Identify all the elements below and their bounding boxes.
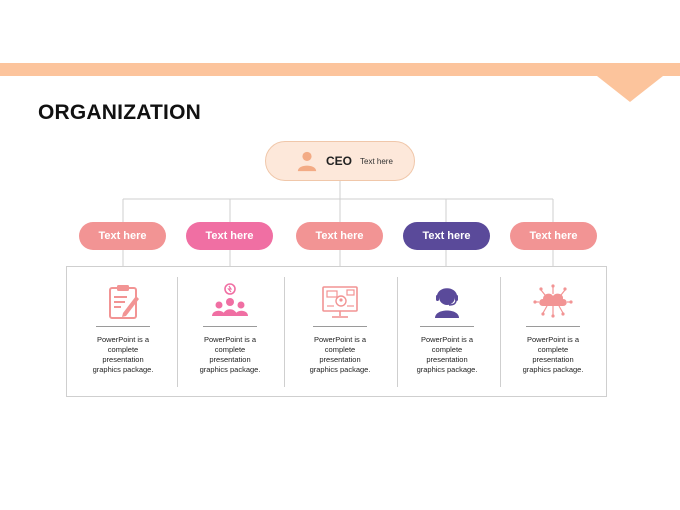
- banner-triangle: [597, 76, 663, 102]
- ceo-node[interactable]: CEO Text here: [265, 141, 415, 181]
- support-agent-icon: [435, 288, 459, 318]
- team-idea-icon: [212, 283, 248, 316]
- department-node-2[interactable]: Text here: [186, 222, 273, 250]
- department-description-2: PowerPoint is a complete presentation gr…: [199, 335, 261, 374]
- column-rule: [203, 326, 257, 327]
- department-description-5: PowerPoint is a complete presentation gr…: [522, 335, 584, 374]
- department-node-5[interactable]: Text here: [510, 222, 597, 250]
- ceo-title: CEO: [326, 154, 353, 168]
- column-divider: [177, 277, 178, 387]
- column-divider: [397, 277, 398, 387]
- column-rule: [526, 326, 580, 327]
- department-node-3[interactable]: Text here: [296, 222, 383, 250]
- online-meeting-icon: [322, 286, 358, 318]
- clipboard-icon: [109, 285, 139, 319]
- column-rule: [420, 326, 474, 327]
- column-rule: [313, 326, 367, 327]
- department-description-3: PowerPoint is a complete presentation gr…: [309, 335, 371, 374]
- department-description-4: PowerPoint is a complete presentation gr…: [416, 335, 478, 374]
- department-description-1: PowerPoint is a complete presentation gr…: [92, 335, 154, 374]
- column-rule: [96, 326, 150, 327]
- details-panel: [66, 266, 607, 397]
- ceo-subtitle: Text here: [360, 156, 393, 166]
- cloud-network-icon: [533, 284, 573, 318]
- column-divider: [284, 277, 285, 387]
- page-title: ORGANIZATION: [38, 101, 201, 124]
- person-icon: [297, 151, 317, 172]
- top-banner: [0, 63, 680, 76]
- column-divider: [500, 277, 501, 387]
- department-node-4[interactable]: Text here: [403, 222, 490, 250]
- department-node-1[interactable]: Text here: [79, 222, 166, 250]
